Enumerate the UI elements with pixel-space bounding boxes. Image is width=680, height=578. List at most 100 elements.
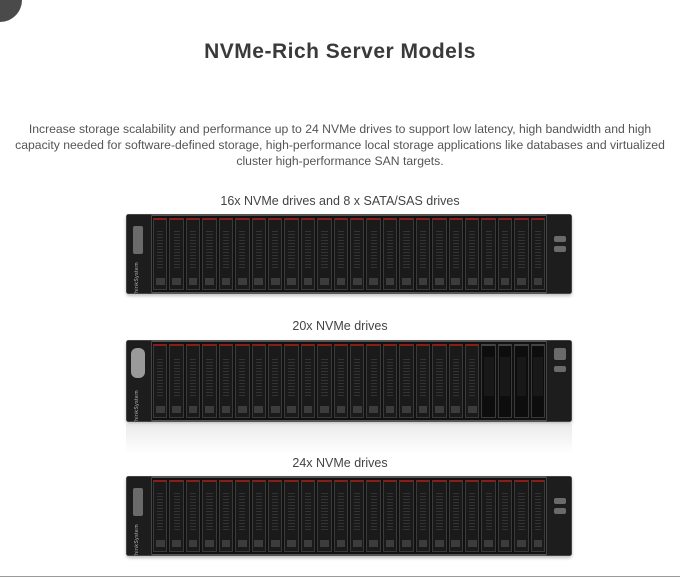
drive-bay — [465, 480, 480, 552]
drive-bay — [448, 218, 464, 290]
blank-drive-bay — [530, 344, 546, 418]
drive-bay — [153, 344, 168, 418]
drive-bay — [465, 218, 480, 290]
usb-port — [554, 236, 566, 242]
server-right-ear — [546, 214, 572, 294]
drive-bay — [399, 344, 414, 418]
drive-bay — [399, 480, 414, 552]
drive-bay-area — [152, 340, 546, 422]
drive-bay-area — [152, 214, 546, 294]
drive-bay — [333, 480, 349, 552]
drive-bay — [366, 344, 381, 418]
usb-port — [554, 508, 566, 514]
drive-bay — [284, 218, 299, 290]
drive-bay — [202, 344, 217, 418]
drive-bay — [497, 480, 513, 552]
blank-drive-bay — [514, 344, 529, 418]
drive-bay — [235, 480, 250, 552]
drive-bay — [300, 218, 316, 290]
usb-port — [554, 366, 566, 372]
drive-bay — [317, 218, 332, 290]
drive-bay — [382, 344, 398, 418]
drive-bay — [382, 480, 398, 552]
server-right-ear — [546, 476, 572, 556]
drive-bay — [267, 480, 283, 552]
drive-bay — [350, 344, 365, 418]
server-reflection — [126, 424, 572, 454]
drive-bay — [481, 218, 496, 290]
drive-bay — [432, 344, 447, 418]
drive-bay — [153, 480, 168, 552]
drive-bay — [218, 218, 234, 290]
drive-bay — [415, 218, 431, 290]
drive-bay — [218, 344, 234, 418]
drive-bay — [169, 218, 184, 290]
drive-bay — [481, 480, 496, 552]
drive-bay — [448, 480, 464, 552]
drive-bay — [300, 480, 316, 552]
brand-label: ThinkSystem — [134, 524, 140, 556]
page-description: Increase storage scalability and perform… — [15, 122, 665, 168]
drive-bay — [185, 480, 201, 552]
corner-decoration — [0, 0, 22, 22]
drive-bay — [251, 344, 266, 418]
drive-bay — [235, 218, 250, 290]
server-image-16nvme-8sata: ThinkSystem — [126, 214, 572, 294]
drive-bay — [235, 344, 250, 418]
usb-port — [554, 246, 566, 252]
drive-bay — [530, 480, 546, 552]
drive-bay — [251, 480, 266, 552]
brand-label: ThinkSystem — [134, 262, 140, 294]
drive-bay — [169, 480, 184, 552]
drive-bay — [267, 344, 283, 418]
server-image-24nvme: ThinkSystem — [126, 476, 572, 556]
drive-bay — [350, 480, 365, 552]
drive-bay — [399, 218, 414, 290]
model-caption-20nvme: 20x NVMe drives — [292, 319, 388, 333]
drive-bay — [202, 480, 217, 552]
model-caption-24nvme: 24x NVMe drives — [292, 456, 388, 470]
server-left-ear — [126, 476, 152, 556]
drive-bay — [153, 218, 168, 290]
drive-bay — [169, 344, 184, 418]
drive-bay — [530, 218, 546, 290]
drive-bay — [317, 344, 332, 418]
drive-bay — [300, 344, 316, 418]
drive-bay — [251, 218, 266, 290]
drive-bay — [382, 218, 398, 290]
drive-bay — [333, 218, 349, 290]
page-title: NVMe-Rich Server Models — [204, 40, 476, 63]
drive-bay — [350, 218, 365, 290]
brand-label: ThinkSystem — [134, 390, 140, 422]
drive-bay — [218, 480, 234, 552]
drive-bay — [317, 480, 332, 552]
model-caption-16nvme-8sata: 16x NVMe drives and 8 x SATA/SAS drives — [220, 194, 460, 208]
drive-bay — [497, 218, 513, 290]
drive-bay — [448, 344, 464, 418]
drive-bay — [465, 344, 480, 418]
drive-bay — [415, 480, 431, 552]
handle-icon — [131, 348, 145, 378]
vga-port — [133, 226, 143, 254]
drive-bay — [185, 344, 201, 418]
control-panel-icon — [554, 348, 566, 360]
drive-bay — [366, 480, 381, 552]
drive-bay — [284, 344, 299, 418]
drive-bay — [366, 218, 381, 290]
drive-bay-area — [152, 476, 546, 556]
drive-bay — [432, 480, 447, 552]
drive-bay — [432, 218, 447, 290]
drive-bay — [284, 480, 299, 552]
drive-bay — [415, 344, 431, 418]
drive-bay — [514, 218, 529, 290]
blank-drive-bay — [497, 344, 513, 418]
drive-bay — [267, 218, 283, 290]
server-image-20nvme: ThinkSystem — [126, 340, 572, 422]
drive-bay — [333, 344, 349, 418]
vga-port — [133, 488, 143, 516]
drive-bay — [514, 480, 529, 552]
drive-bay — [185, 218, 201, 290]
bottom-divider — [0, 576, 680, 577]
blank-drive-bay — [481, 344, 496, 418]
usb-port — [554, 498, 566, 504]
